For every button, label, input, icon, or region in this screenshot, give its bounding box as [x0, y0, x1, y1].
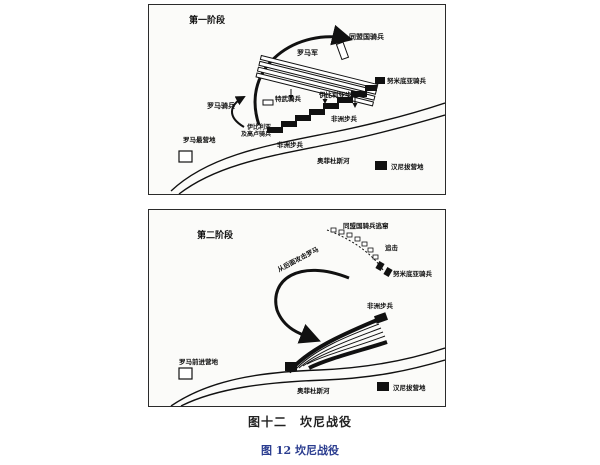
iberian-infantry-label: 伊比利亚步兵 [318, 90, 359, 99]
river-bank-lower [178, 114, 445, 194]
stage-one-title: 第一阶段 [189, 14, 226, 26]
roman-army-label: 罗马军 [297, 48, 318, 57]
allied-cavalry-unit [335, 41, 350, 61]
river-label-2: 奥菲杜斯河 [296, 386, 330, 395]
pursue-label: 追击 [385, 243, 399, 252]
carthaginian-line [267, 85, 377, 133]
river-bank-upper-2 [170, 347, 445, 406]
hannibal-camp-marker-2 [377, 382, 389, 391]
figure-inner-caption: 图十二 坎尼战役 [247, 415, 352, 429]
stage-one-panel: 第一阶段 罗马军 同盟国骑兵 罗 [148, 4, 446, 195]
roman-camp-marker [178, 150, 193, 163]
roman-cavalry-arrow [253, 24, 354, 126]
roman-camp-marker-2 [178, 367, 193, 380]
allied-fleeing-label: 同盟国骑兵逃窜 [343, 221, 389, 230]
heavy-troops-label: 特武骑兵 [275, 94, 302, 103]
left-flank-unit [285, 362, 297, 371]
stage-one-diagram: 第一阶段 罗马军 同盟国骑兵 罗 [170, 14, 445, 194]
river-bank-upper [170, 102, 445, 192]
hannibal-camp-marker [375, 161, 387, 170]
african-infantry-label-2: 非洲步兵 [367, 301, 394, 310]
roman-cavalry-unit [262, 99, 274, 106]
african-infantry-left-label: 非洲步兵 [277, 140, 304, 149]
numidian-cavalry-label-2: 努米底亚骑兵 [393, 269, 433, 278]
right-flank-unit [373, 312, 389, 324]
roman-cavalry-label: 罗马骑兵 [207, 101, 235, 110]
figure-caption: 图 12 坎尼战役 [261, 444, 339, 457]
fleeing-allied-units [330, 227, 379, 260]
rear-attack-arrow [274, 268, 350, 344]
advance-arrows [288, 89, 358, 108]
fleeing-cavalry-trail [326, 229, 384, 271]
river-label: 奥菲杜斯河 [316, 156, 350, 165]
stage-two-panel: 第二阶段 同盟国骑兵逃窜 追击 努米底亚骑兵 从后面攻击罗马 [148, 209, 446, 407]
stage-two-diagram: 第二阶段 同盟国骑兵逃窜 追击 努米底亚骑兵 从后面攻击罗马 [170, 221, 445, 406]
iberian-cavalry-label: 伊比利亚及高卢骑兵 [241, 123, 271, 138]
roman-camp-label: 罗马最营地 [183, 135, 216, 144]
encirclement-lines [287, 318, 388, 374]
roman-camp-label-2: 罗马前进营地 [179, 357, 219, 366]
numidian-cavalry-unit [375, 77, 385, 84]
roman-cavalry-small-arrow [231, 96, 246, 128]
hannibal-camp-label: 汉尼拔营地 [391, 162, 424, 171]
river-bank-lower-2 [180, 359, 445, 406]
pursuing-numidian-units [375, 261, 393, 277]
hannibal-camp-label-2: 汉尼拔营地 [393, 383, 426, 392]
african-infantry-right-label: 非洲步兵 [331, 114, 358, 123]
allied-cavalry-label: 同盟国骑兵 [349, 32, 384, 41]
numidian-cavalry-label: 努米底亚骑兵 [387, 76, 427, 85]
stage-two-title: 第二阶段 [197, 229, 234, 241]
